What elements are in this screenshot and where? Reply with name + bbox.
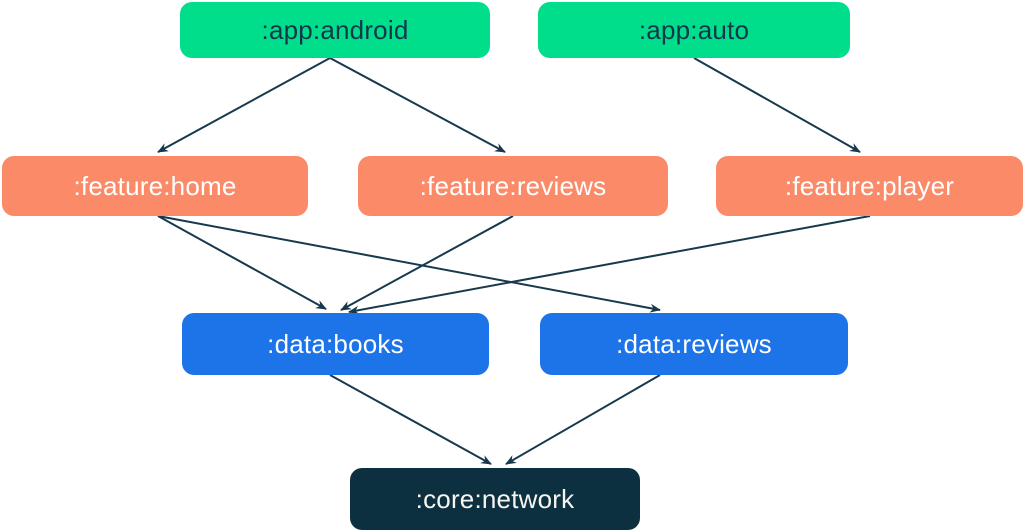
node-label: :app:android — [261, 14, 409, 45]
edge-data-books-to-core-network — [329, 374, 492, 465]
node-feature-player: :feature:player — [716, 156, 1023, 216]
node-label: :core:network — [415, 483, 575, 514]
node-app-android: :app:android — [180, 2, 490, 58]
node-app-auto: :app:auto — [538, 2, 850, 58]
node-label: :feature:reviews — [419, 170, 607, 201]
node-label: :data:books — [267, 328, 404, 359]
node-data-books: :data:books — [182, 313, 489, 375]
edge-app-android-to-feature-home — [157, 57, 331, 153]
node-label: :data:reviews — [616, 328, 772, 359]
node-label: :feature:player — [784, 170, 955, 201]
edge-feature-reviews-to-data-books — [340, 215, 514, 311]
edge-feature-home-to-data-books — [157, 215, 327, 310]
node-data-reviews: :data:reviews — [540, 313, 848, 375]
node-core-network: :core:network — [350, 468, 640, 530]
edge-app-auto-to-feature-player — [693, 57, 861, 153]
node-feature-home: :feature:home — [2, 156, 308, 216]
node-label: :app:auto — [638, 14, 750, 45]
edge-data-reviews-to-core-network — [505, 374, 661, 465]
edge-feature-player-to-data-books — [348, 215, 871, 315]
edge-app-android-to-feature-reviews — [329, 57, 506, 153]
edge-feature-home-to-data-reviews — [157, 215, 661, 313]
node-label: :feature:home — [73, 170, 237, 201]
node-feature-reviews: :feature:reviews — [358, 156, 668, 216]
